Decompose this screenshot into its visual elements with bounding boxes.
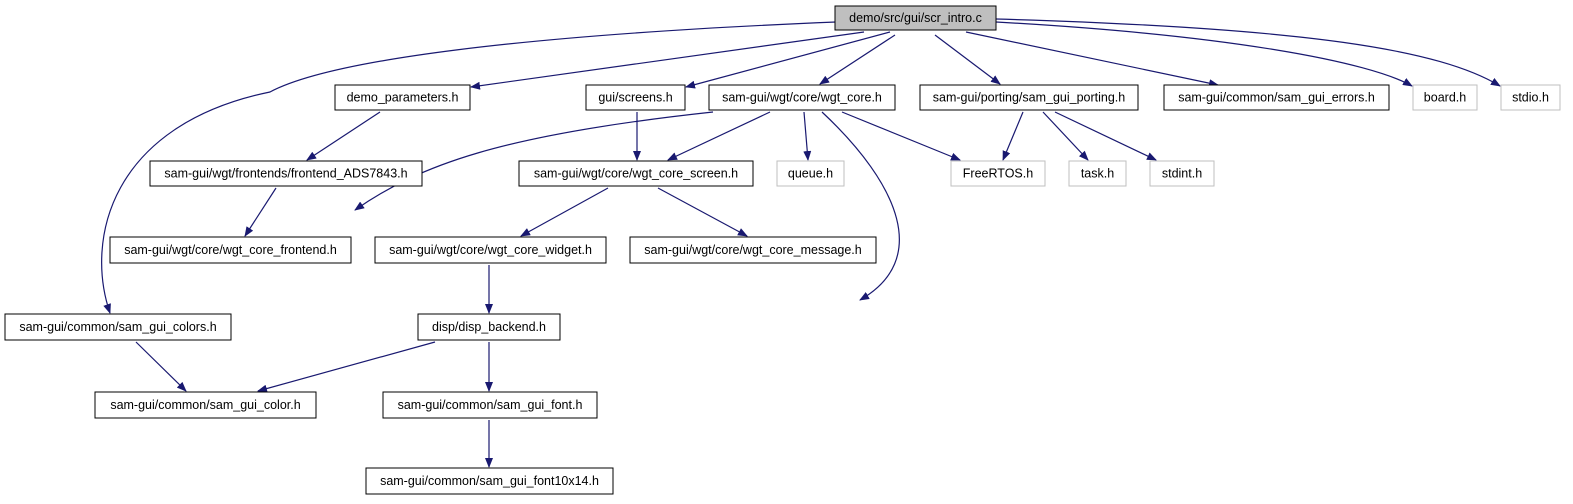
edge-scr_intro-to-sam_gui_colors: [101, 21, 837, 314]
edge-scr_intro-to-board: [995, 21, 1413, 87]
node-sam_gui_font[interactable]: sam-gui/common/sam_gui_font.h: [382, 391, 598, 419]
node-sam_gui_color[interactable]: sam-gui/common/sam_gui_color.h: [94, 391, 317, 419]
node-label: sam-gui/common/sam_gui_color.h: [110, 398, 300, 412]
node-scr_intro[interactable]: demo/src/gui/scr_intro.c: [834, 5, 997, 31]
node-box: [950, 160, 1046, 187]
node-box: [585, 84, 686, 111]
node-box: [374, 236, 607, 264]
node-label: board.h: [1424, 91, 1466, 105]
node-task: task.h: [1068, 160, 1127, 187]
node-label: sam-gui/wgt/core/wgt_core.h: [722, 91, 882, 105]
node-label: sam-gui/wgt/core/wgt_core_frontend.h: [124, 243, 337, 257]
node-sam_gui_font10x14[interactable]: sam-gui/common/sam_gui_font10x14.h: [365, 467, 614, 495]
edge-wgt_core-to-freertos: [841, 111, 961, 161]
edge-scr_intro-to-sam_gui_porting: [934, 34, 1001, 85]
nodes: demo/src/gui/scr_intro.c demo_parameters.…: [4, 5, 1561, 495]
node-box: [919, 84, 1139, 111]
node-board: board.h: [1412, 84, 1478, 111]
node-label: task.h: [1081, 167, 1114, 181]
node-box: [1068, 160, 1127, 187]
edge-wgt_core_screen-to-wgt_core_widget: [520, 187, 609, 237]
node-box: [417, 313, 561, 341]
node-box: [518, 160, 754, 187]
node-label: FreeRTOS.h: [963, 167, 1033, 181]
node-label: stdio.h: [1512, 91, 1549, 105]
node-box: [834, 5, 997, 31]
node-label: sam-gui/common/sam_gui_colors.h: [19, 320, 216, 334]
node-label: sam-gui/wgt/core/wgt_core_widget.h: [389, 243, 592, 257]
edge-wgt_core_screen-to-wgt_core_message: [657, 187, 748, 237]
edge-sam_gui_porting-to-freertos: [1002, 111, 1024, 161]
node-screens[interactable]: gui/screens.h: [585, 84, 686, 111]
node-label: sam-gui/common/sam_gui_font10x14.h: [380, 474, 599, 488]
edge-scr_intro-to-demo_parameters: [470, 31, 865, 90]
node-box: [1412, 84, 1478, 111]
node-box: [1500, 84, 1561, 111]
node-box: [708, 84, 896, 111]
node-frontend_ads7843[interactable]: sam-gui/wgt/frontends/frontend_ADS7843.h: [149, 160, 423, 187]
node-label: demo/src/gui/scr_intro.c: [849, 11, 982, 25]
edge-sam_gui_colors-to-sam_gui_color: [135, 341, 187, 392]
node-freertos: FreeRTOS.h: [950, 160, 1046, 187]
node-sam_gui_errors[interactable]: sam-gui/common/sam_gui_errors.h: [1163, 84, 1390, 111]
edge-disp_backend-to-sam_gui_color: [257, 341, 436, 393]
node-box: [1163, 84, 1390, 111]
node-label: gui/screens.h: [598, 91, 672, 105]
node-wgt_core_screen[interactable]: sam-gui/wgt/core/wgt_core_screen.h: [518, 160, 754, 187]
node-box: [94, 391, 317, 419]
node-demo_parameters[interactable]: demo_parameters.h: [334, 84, 471, 111]
node-box: [382, 391, 598, 419]
node-label: demo_parameters.h: [347, 91, 459, 105]
node-box: [1149, 160, 1215, 187]
node-label: sam-gui/wgt/frontends/frontend_ADS7843.h: [164, 167, 407, 181]
edge-scr_intro-to-stdio: [995, 18, 1501, 87]
node-box: [4, 313, 232, 341]
edge-frontend_ads7843-to-wgt_core_frontend: [244, 187, 277, 237]
edge-sam_gui_porting-to-task: [1042, 111, 1089, 161]
edge-wgt_core-to-wgt_core_frontend: [354, 111, 714, 211]
node-label: sam-gui/wgt/core/wgt_core_message.h: [644, 243, 862, 257]
edge-scr_intro-to-screens: [685, 31, 891, 89]
edge-wgt_core-to-disp_backend: [821, 111, 900, 301]
node-stdio: stdio.h: [1500, 84, 1561, 111]
node-box: [334, 84, 471, 111]
edges: [101, 18, 1501, 468]
node-disp_backend[interactable]: disp/disp_backend.h: [417, 313, 561, 341]
node-label: sam-gui/common/sam_gui_font.h: [398, 398, 583, 412]
node-label: sam-gui/common/sam_gui_errors.h: [1178, 91, 1375, 105]
node-label: queue.h: [788, 167, 833, 181]
node-box: [776, 160, 845, 187]
node-label: sam-gui/wgt/core/wgt_core_screen.h: [534, 167, 738, 181]
node-box: [109, 236, 352, 264]
edge-scr_intro-to-sam_gui_errors: [965, 31, 1219, 88]
node-wgt_core_frontend[interactable]: sam-gui/wgt/core/wgt_core_frontend.h: [109, 236, 352, 264]
node-label: stdint.h: [1162, 167, 1202, 181]
node-box: [149, 160, 423, 187]
node-sam_gui_colors[interactable]: sam-gui/common/sam_gui_colors.h: [4, 313, 232, 341]
edge-wgt_core-to-wgt_core_screen: [667, 111, 771, 161]
node-box: [629, 236, 877, 264]
node-box: [365, 467, 614, 495]
node-queue: queue.h: [776, 160, 845, 187]
node-label: sam-gui/porting/sam_gui_porting.h: [933, 91, 1126, 105]
edge-demo_parameters-to-frontend_ads7843: [306, 111, 381, 161]
edge-wgt_core-to-queue: [803, 111, 812, 161]
node-sam_gui_porting[interactable]: sam-gui/porting/sam_gui_porting.h: [919, 84, 1139, 111]
edge-sam_gui_porting-to-stdint: [1054, 111, 1157, 161]
node-label: disp/disp_backend.h: [432, 320, 546, 334]
node-stdint: stdint.h: [1149, 160, 1215, 187]
edge-scr_intro-to-wgt_core: [819, 34, 896, 85]
node-wgt_core[interactable]: sam-gui/wgt/core/wgt_core.h: [708, 84, 896, 111]
node-wgt_core_widget[interactable]: sam-gui/wgt/core/wgt_core_widget.h: [374, 236, 607, 264]
node-wgt_core_message[interactable]: sam-gui/wgt/core/wgt_core_message.h: [629, 236, 877, 264]
